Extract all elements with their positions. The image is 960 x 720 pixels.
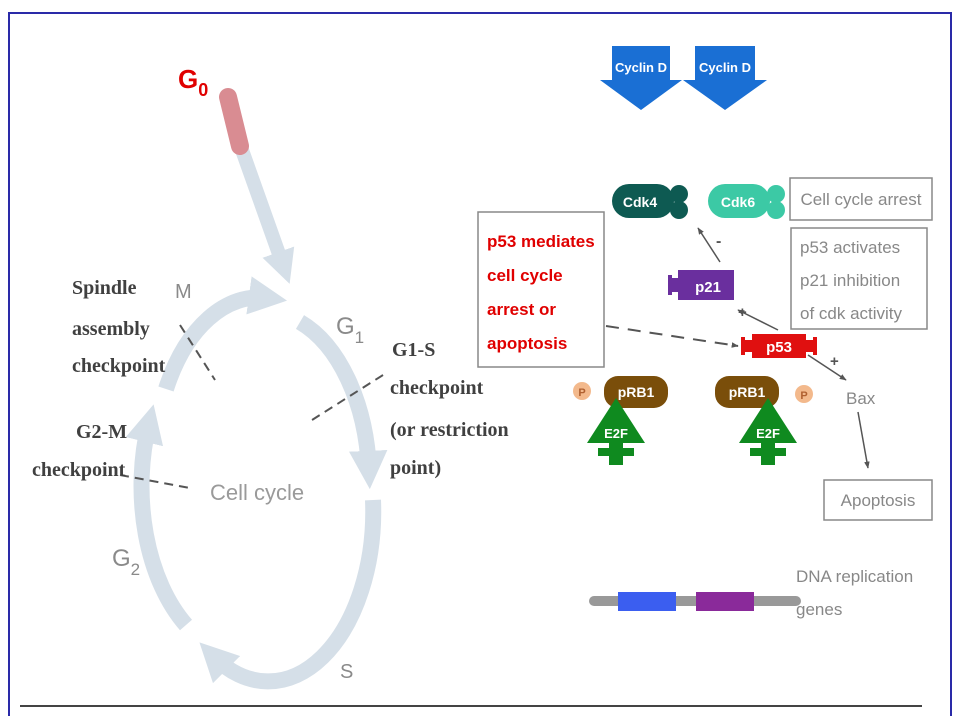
cdk6-label: Cdk6	[721, 194, 755, 210]
p53-mediates-text: p53 mediates cell cycle arrest or apopto…	[487, 232, 599, 353]
cdk4-shape: Cdk4	[612, 184, 688, 219]
apoptosis-box	[823, 479, 933, 521]
bax-to-apoptosis-arrow	[857, 411, 870, 469]
cell-cycle-center-label: Cell cycle	[210, 480, 304, 505]
p53-to-bax-arrow	[807, 354, 847, 381]
p53-activates-box	[790, 227, 928, 330]
phospho-left-label: P	[578, 387, 585, 399]
plus-p21: +	[738, 304, 747, 321]
e2f-left-label: E2F	[604, 426, 628, 441]
s-phase-arrow	[199, 499, 382, 690]
p53-activates-text: p53 activates p21 inhibition of cdk acti…	[800, 238, 905, 323]
g2m-checkpoint-pointer	[119, 474, 191, 489]
s-label: S	[340, 661, 353, 683]
g2-label: G2	[112, 545, 140, 579]
cell-cycle-arrest-text: Cell cycle arrest	[801, 190, 922, 209]
mediates-to-p53-arrow	[605, 325, 739, 348]
cell-cycle-arrest-box	[789, 177, 933, 221]
p53-shape: p53	[741, 334, 817, 358]
m-label: M	[175, 281, 192, 303]
prb1-e2f-left: P pRB1 E2F	[573, 376, 668, 465]
prb1-right-label: pRB1	[729, 384, 766, 400]
g0-tail	[219, 88, 249, 155]
g1-label: G1	[336, 313, 364, 347]
g0-label: G0	[178, 64, 208, 100]
g1-phase-arrow	[295, 315, 388, 490]
dna-replication-label: DNA replication genes	[796, 567, 918, 619]
gene-purple	[696, 592, 754, 611]
cyclin-d-arrow-2: Cyclin D	[683, 46, 767, 110]
bax-label: Bax	[846, 389, 876, 408]
p21-to-cdk4-arrow	[697, 227, 721, 263]
slide-frame	[8, 12, 952, 716]
cyclin-d-arrow-1: Cyclin D	[600, 46, 682, 110]
cyclin-d-label-2: Cyclin D	[699, 60, 751, 75]
e2f-right-label: E2F	[756, 426, 780, 441]
dna-replication-genes: DNA replication genes	[589, 567, 918, 619]
p53-label: p53	[766, 339, 792, 356]
phospho-right-label: P	[800, 390, 807, 402]
plus-bax: +	[830, 353, 839, 370]
cdk4-label: Cdk4	[623, 194, 657, 210]
prb1-e2f-right: pRB1 P E2F	[715, 376, 813, 465]
g0-entry-arrow	[235, 143, 295, 284]
p21-label: p21	[695, 279, 721, 296]
p53-pathway: Cyclin D Cyclin D Cdk4 Cdk6	[477, 46, 933, 619]
g1s-checkpoint-label: G1-S checkpoint (or restriction point)	[390, 339, 514, 479]
spindle-checkpoint-label: Spindle assembly checkpoint	[72, 277, 166, 377]
p53-to-p21-arrow	[737, 309, 779, 331]
cell-cycle: G0 G1 G2 M S Cell cycle Spindle assembly…	[32, 64, 514, 690]
minus-sign: -	[716, 233, 721, 250]
gene-blue	[618, 592, 676, 611]
cyclin-d-label-1: Cyclin D	[615, 60, 667, 75]
g2m-checkpoint-label: G2-M checkpoint	[32, 421, 132, 481]
m-phase-arrow	[158, 276, 288, 392]
cdk6-shape: Cdk6	[708, 184, 785, 219]
apoptosis-text: Apoptosis	[841, 491, 916, 510]
p21-shape: p21	[668, 270, 734, 300]
prb1-left-label: pRB1	[618, 384, 655, 400]
spindle-checkpoint-pointer	[179, 324, 216, 381]
g2-phase-arrow	[125, 404, 193, 631]
p53-mediates-box	[477, 211, 605, 368]
